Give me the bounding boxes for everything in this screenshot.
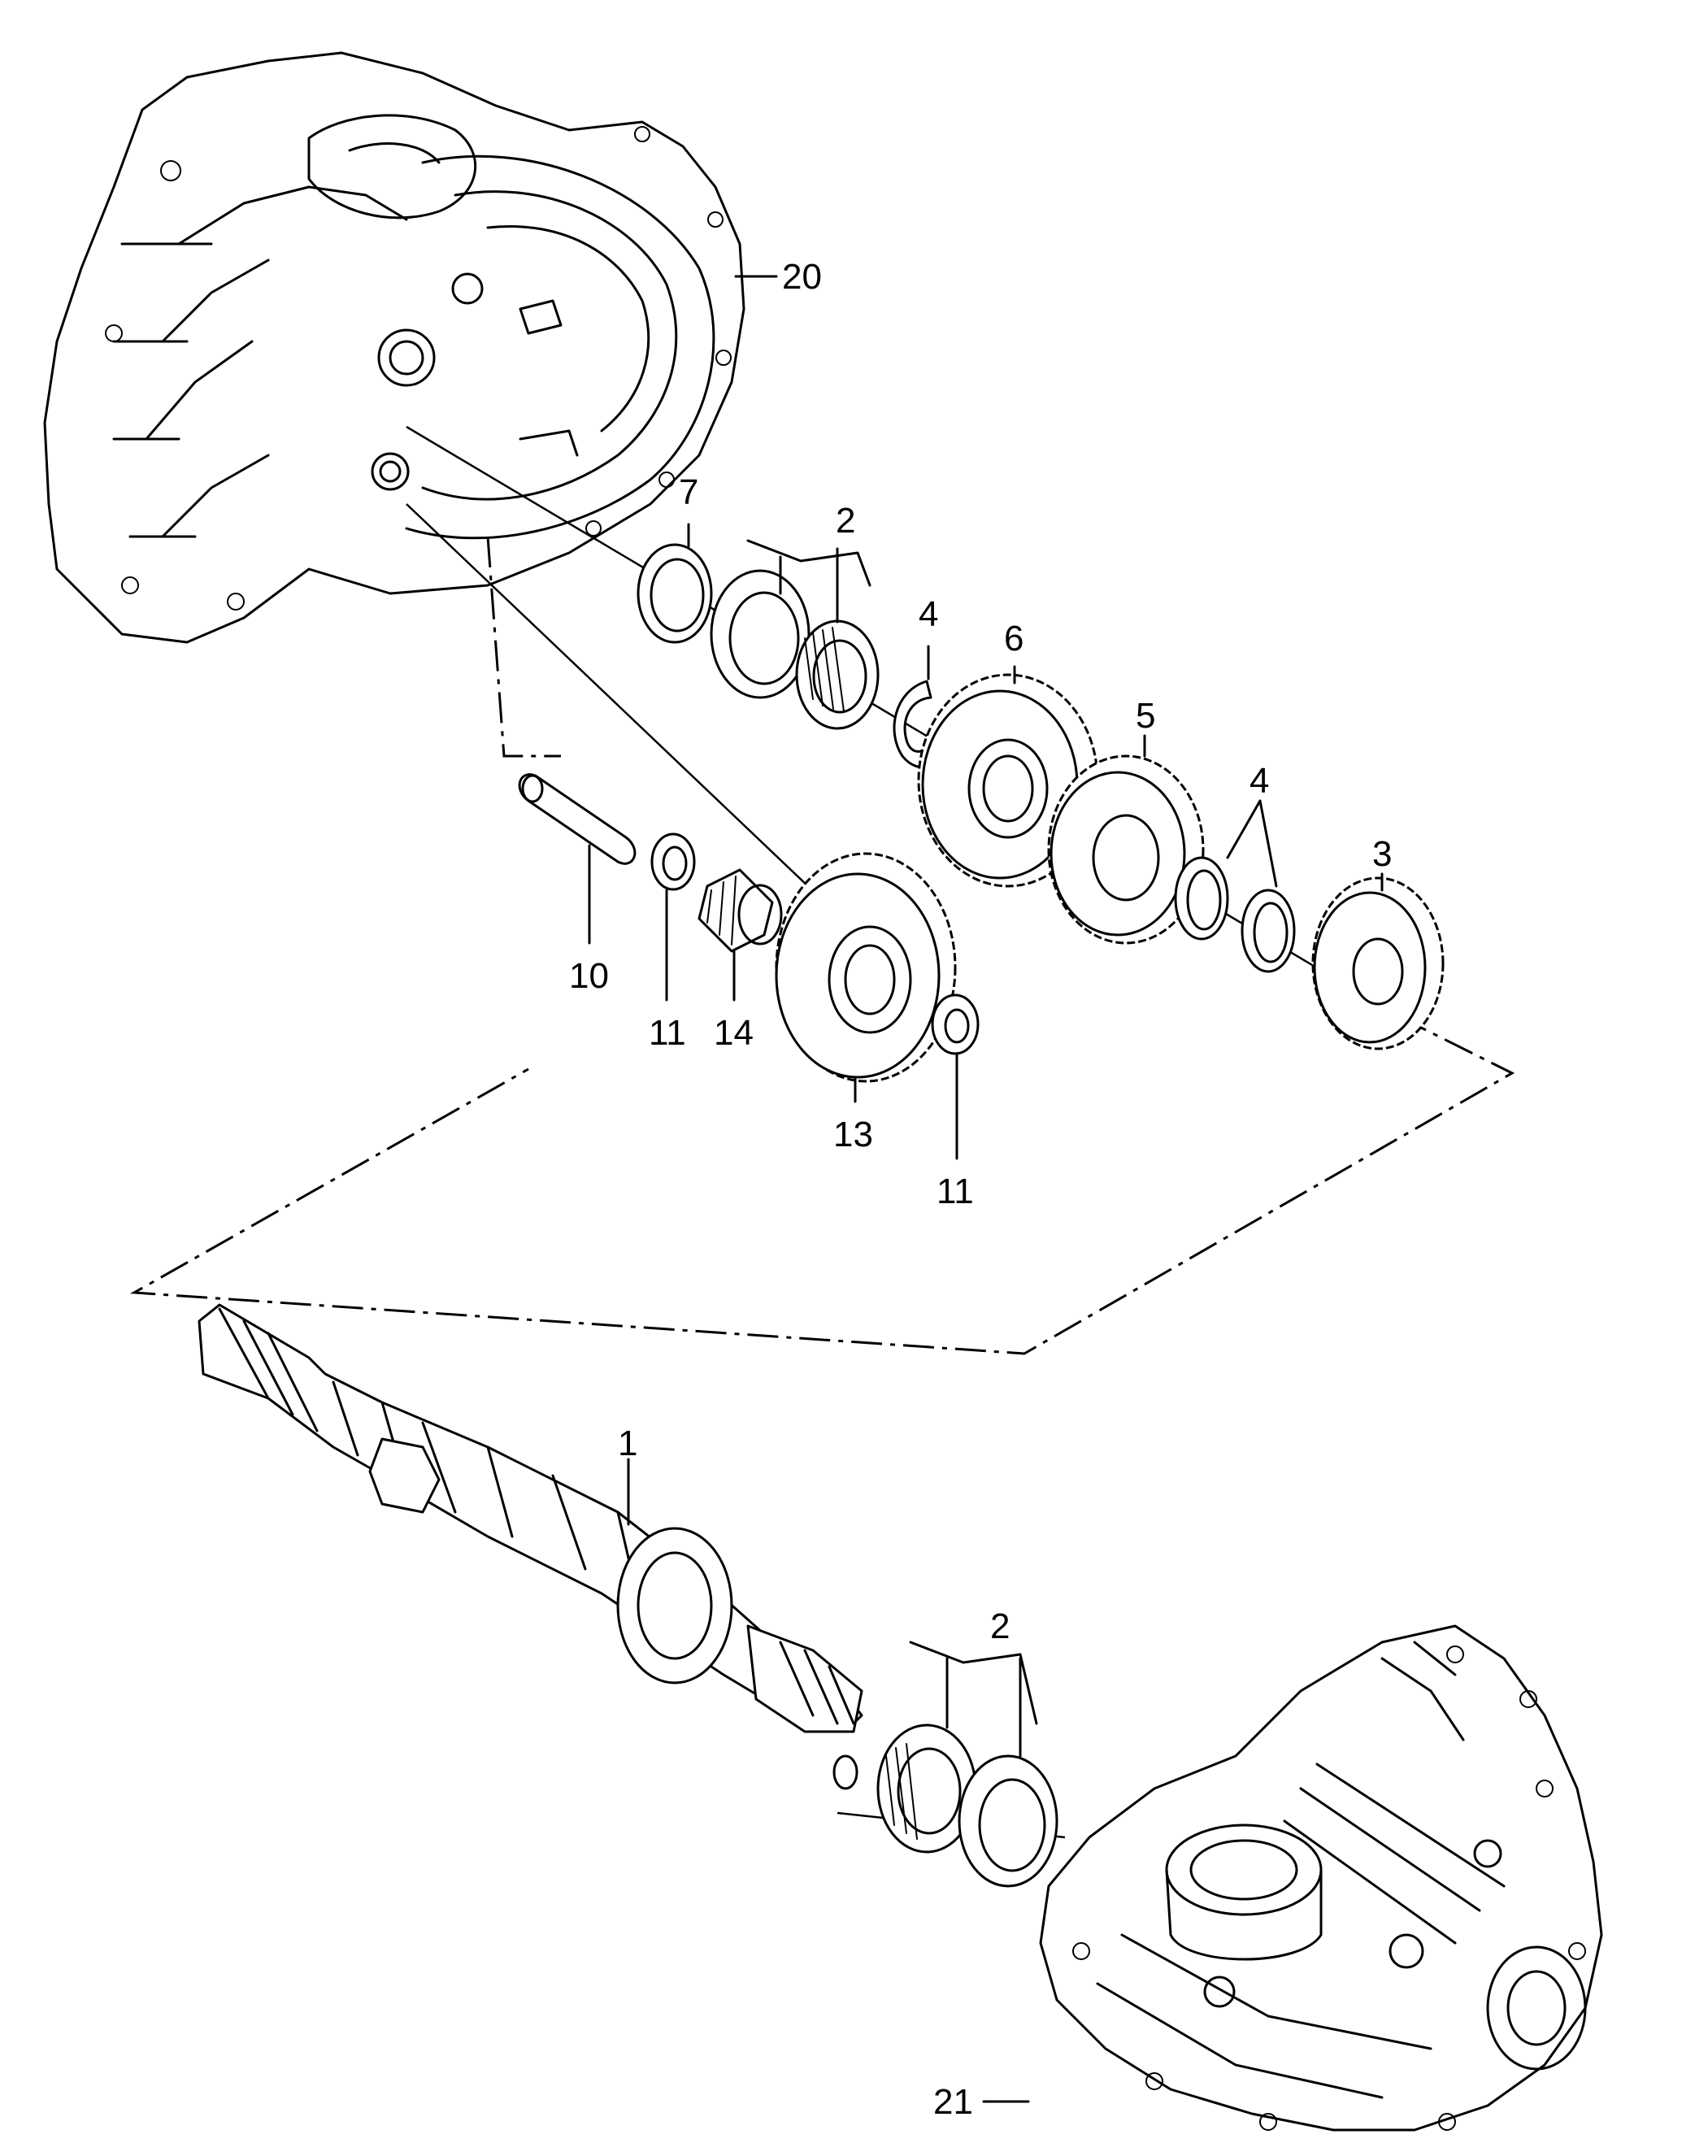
part-2-bearing-top: [710, 569, 880, 730]
label-part-2-bottom: 2: [990, 1606, 1010, 1646]
part-11-washer-a: [650, 832, 696, 891]
label-part-4-top: 4: [919, 594, 938, 634]
transmission-housing-top: [43, 51, 745, 644]
main-shaft: [198, 1303, 863, 1733]
label-part-4-pair: 4: [1249, 761, 1269, 801]
label-part-3: 3: [1372, 834, 1392, 874]
label-part-20: 20: [782, 257, 822, 297]
label-part-11-a: 11: [649, 1013, 686, 1053]
label-part-1: 1: [618, 1424, 637, 1463]
part-4-circlip-pair: [1174, 856, 1296, 973]
label-part-2-top: 2: [836, 501, 855, 541]
label-part-21: 21: [933, 2082, 973, 2122]
part-2-bearing-bottom: [832, 1723, 1058, 1888]
label-part-14: 14: [714, 1013, 754, 1053]
label-part-11-b: 11: [937, 1171, 974, 1211]
label-part-7: 7: [679, 472, 698, 512]
part-11-washer-b: [931, 993, 980, 1055]
part-labels: 20 7 2 4 6 5 4 3 10 11 14 13 11 1 2 21: [569, 257, 1392, 2122]
label-part-13: 13: [833, 1115, 873, 1154]
label-part-6: 6: [1004, 619, 1023, 659]
label-part-5: 5: [1136, 696, 1155, 736]
part-3-gear: [1311, 876, 1445, 1050]
part-14-needle-bearing: [698, 868, 783, 953]
label-part-10: 10: [569, 956, 609, 996]
part-5-gear: [1047, 754, 1205, 945]
part-13-gear: [775, 852, 957, 1083]
transmission-housing-bottom: [1039, 1624, 1603, 2132]
leader-lines: [588, 275, 1384, 2103]
part-10-pin: [518, 773, 637, 865]
part-7-ring: [637, 543, 713, 644]
